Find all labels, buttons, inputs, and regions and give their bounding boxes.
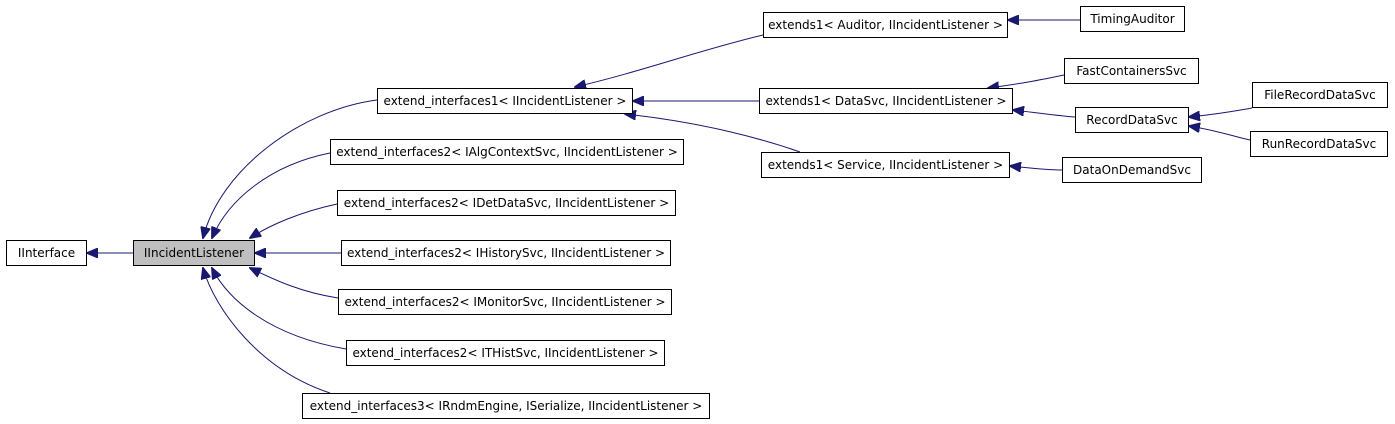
- node-label: extend_interfaces1< IIncidentListener >: [383, 94, 627, 108]
- node-extend-interfaces2-ihistorysvc[interactable]: extend_interfaces2< IHistorySvc, IIncide…: [341, 240, 671, 266]
- edge-ext2-ithist-to-iincidentlistener: [212, 268, 347, 350]
- edge-ext1-to-iincidentlistener: [203, 99, 378, 238]
- node-extends1-auditor[interactable]: extends1< Auditor, IIncidentListener >: [763, 12, 1008, 38]
- edge-ext2-imonitor-to-iincidentlistener: [250, 268, 339, 299]
- edge-ext3-irndm-to-iincidentlistener: [203, 268, 331, 394]
- node-label: extend_interfaces2< IMonitorSvc, IIncide…: [344, 295, 666, 309]
- edge-extends1-auditor-to-ext1: [575, 34, 764, 87]
- edge-recorddata-to-extends1-datasvc: [1013, 110, 1076, 118]
- node-label: FastContainersSvc: [1076, 64, 1187, 78]
- node-filerecorddatasvc[interactable]: FileRecordDataSvc: [1252, 82, 1388, 108]
- node-recorddatasvc[interactable]: RecordDataSvc: [1075, 107, 1189, 133]
- node-runrecorddatasvc[interactable]: RunRecordDataSvc: [1250, 131, 1388, 157]
- node-label: IIncidentListener: [143, 246, 245, 260]
- node-dataondemandsvc[interactable]: DataOnDemandSvc: [1062, 157, 1202, 183]
- node-label: RecordDataSvc: [1086, 113, 1178, 127]
- node-label: extend_interfaces2< ITHistSvc, IIncident…: [352, 346, 659, 360]
- node-label: extend_interfaces2< IDetDataSvc, IIncide…: [343, 196, 670, 210]
- node-label: TimingAuditor: [1090, 12, 1175, 26]
- node-timingauditor[interactable]: TimingAuditor: [1080, 6, 1185, 32]
- node-label: extends1< Auditor, IIncidentListener >: [768, 18, 1003, 32]
- node-label: extend_interfaces3< IRndmEngine, ISerial…: [309, 399, 703, 413]
- node-extends1-datasvc[interactable]: extends1< DataSvc, IIncidentListener >: [759, 88, 1013, 114]
- edge-runrecord-to-recorddata: [1189, 126, 1251, 141]
- node-label: IInterface: [17, 246, 76, 260]
- node-label: FileRecordDataSvc: [1264, 88, 1376, 102]
- node-extend-interfaces2-imonitorsvc[interactable]: extend_interfaces2< IMonitorSvc, IIncide…: [338, 289, 672, 315]
- edge-ext2-idetdata-to-iincidentlistener: [250, 203, 338, 238]
- edge-extends1-service-to-ext1: [625, 114, 801, 153]
- node-label: extend_interfaces2< IHistorySvc, IIncide…: [346, 246, 666, 260]
- node-iinterface[interactable]: IInterface: [6, 240, 87, 266]
- node-label: DataOnDemandSvc: [1073, 163, 1191, 177]
- node-label: extends1< DataSvc, IIncidentListener >: [765, 94, 1007, 108]
- node-fastcontainerssvc[interactable]: FastContainersSvc: [1064, 58, 1199, 84]
- node-extend-interfaces1-iincidentlistener[interactable]: extend_interfaces1< IIncidentListener >: [377, 88, 633, 114]
- node-extends1-service[interactable]: extends1< Service, IIncidentListener >: [761, 152, 1010, 178]
- node-extend-interfaces2-idetdatasvc[interactable]: extend_interfaces2< IDetDataSvc, IIncide…: [337, 190, 676, 216]
- edge-fastcontainers-to-extends1-datasvc: [988, 74, 1065, 88]
- edge-dataondemand-to-extends1-service: [1010, 166, 1063, 170]
- node-label: extends1< Service, IIncidentListener >: [767, 158, 1004, 172]
- node-extend-interfaces2-ialgcontextsvc[interactable]: extend_interfaces2< IAlgContextSvc, IInc…: [330, 139, 684, 165]
- node-extend-interfaces3-irndmengine[interactable]: extend_interfaces3< IRndmEngine, ISerial…: [302, 393, 710, 419]
- edge-filerecord-to-recorddata: [1189, 107, 1253, 117]
- node-iincidentlistener: IIncidentListener: [133, 240, 255, 266]
- node-label: extend_interfaces2< IAlgContextSvc, IInc…: [336, 145, 678, 159]
- node-label: RunRecordDataSvc: [1261, 137, 1377, 151]
- node-extend-interfaces2-ithistsvc[interactable]: extend_interfaces2< ITHistSvc, IIncident…: [346, 340, 665, 366]
- edge-ext2-ialgcontext-to-iincidentlistener: [212, 152, 331, 238]
